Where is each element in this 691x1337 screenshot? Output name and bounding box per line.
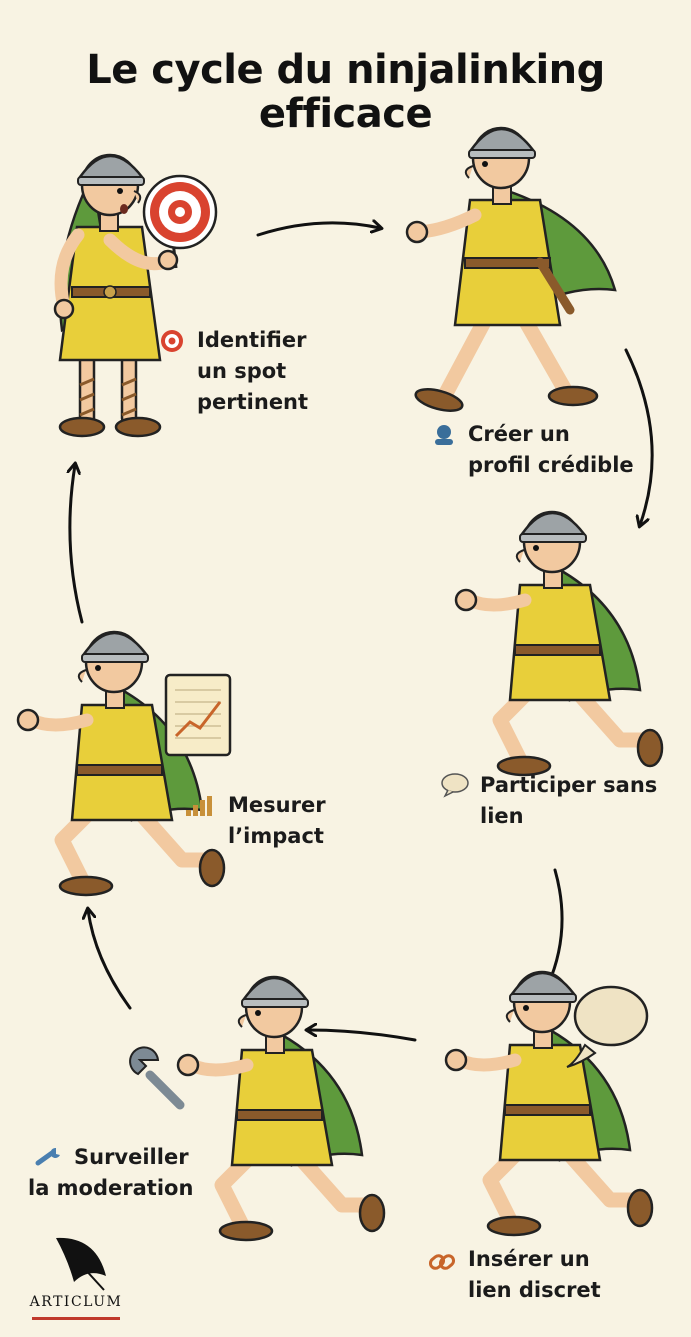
- step-measure-line-1: Mesurer: [228, 793, 326, 817]
- soldier-pointing-figure: [456, 512, 662, 775]
- speech-bubble-icon: [441, 773, 469, 798]
- step-participate-line-1: Participer sans: [480, 773, 658, 797]
- step-monitor-moderation: Surveiller la moderation: [28, 1142, 193, 1204]
- step-measure-line-2: l’impact: [228, 824, 324, 848]
- step-insert-line-1: Insérer un: [468, 1247, 590, 1271]
- logo-text: ARTICLUM: [29, 1294, 123, 1310]
- articlum-logo: ARTICLUM: [26, 1232, 126, 1328]
- step-identify-spot: Identifier un spot pertinent: [161, 325, 309, 418]
- step-participate: Participer sans lien: [441, 770, 658, 832]
- feather-quill-icon: [56, 1237, 106, 1291]
- step-profile-line-1: Créer un: [468, 422, 570, 446]
- soldier-chart-figure: [18, 632, 230, 895]
- step-insert-line-2: lien discret: [468, 1278, 601, 1302]
- chain-link-icon: [428, 1254, 456, 1270]
- step-identify-line-3: pertinent: [197, 390, 309, 414]
- target-icon: [161, 330, 183, 352]
- soldier-wrench-figure: [129, 977, 384, 1240]
- logo-underline: [32, 1317, 120, 1320]
- step-identify-line-1: Identifier: [197, 328, 307, 352]
- step-monitor-line-1: Surveiller: [74, 1145, 189, 1169]
- user-profile-icon: [435, 425, 453, 445]
- bar-chart-icon: [186, 796, 212, 816]
- arrow-step6-to-step1: [70, 465, 84, 624]
- wrench-icon: [35, 1147, 60, 1166]
- soldier-walking-figure: [407, 128, 615, 415]
- step-measure-impact: Mesurer l’impact: [186, 790, 326, 852]
- arrow-step4-to-step5: [308, 1030, 417, 1042]
- step-insert-link: Insérer un lien discret: [428, 1244, 601, 1306]
- step-monitor-line-2: la moderation: [28, 1176, 194, 1200]
- arrow-step5-to-step6: [88, 910, 132, 1010]
- soldier-talking-figure: [446, 972, 652, 1235]
- soldier-identify-figure: [55, 155, 218, 436]
- title-line-1: Le cycle du ninjalinking: [86, 47, 605, 93]
- step-identify-line-2: un spot: [197, 359, 287, 383]
- arrow-step2-to-step3: [624, 348, 654, 525]
- step-profile-line-2: profil crédible: [468, 453, 634, 477]
- step-participate-line-2: lien: [480, 804, 524, 828]
- arrow-step1-to-step2: [256, 223, 380, 237]
- step-create-profile: Créer un profil crédible: [435, 419, 634, 481]
- arrow-step3-to-step4: [548, 868, 564, 985]
- title-line-2: efficace: [258, 91, 433, 137]
- diagram-title: Le cycle du ninjalinking efficace: [0, 48, 691, 136]
